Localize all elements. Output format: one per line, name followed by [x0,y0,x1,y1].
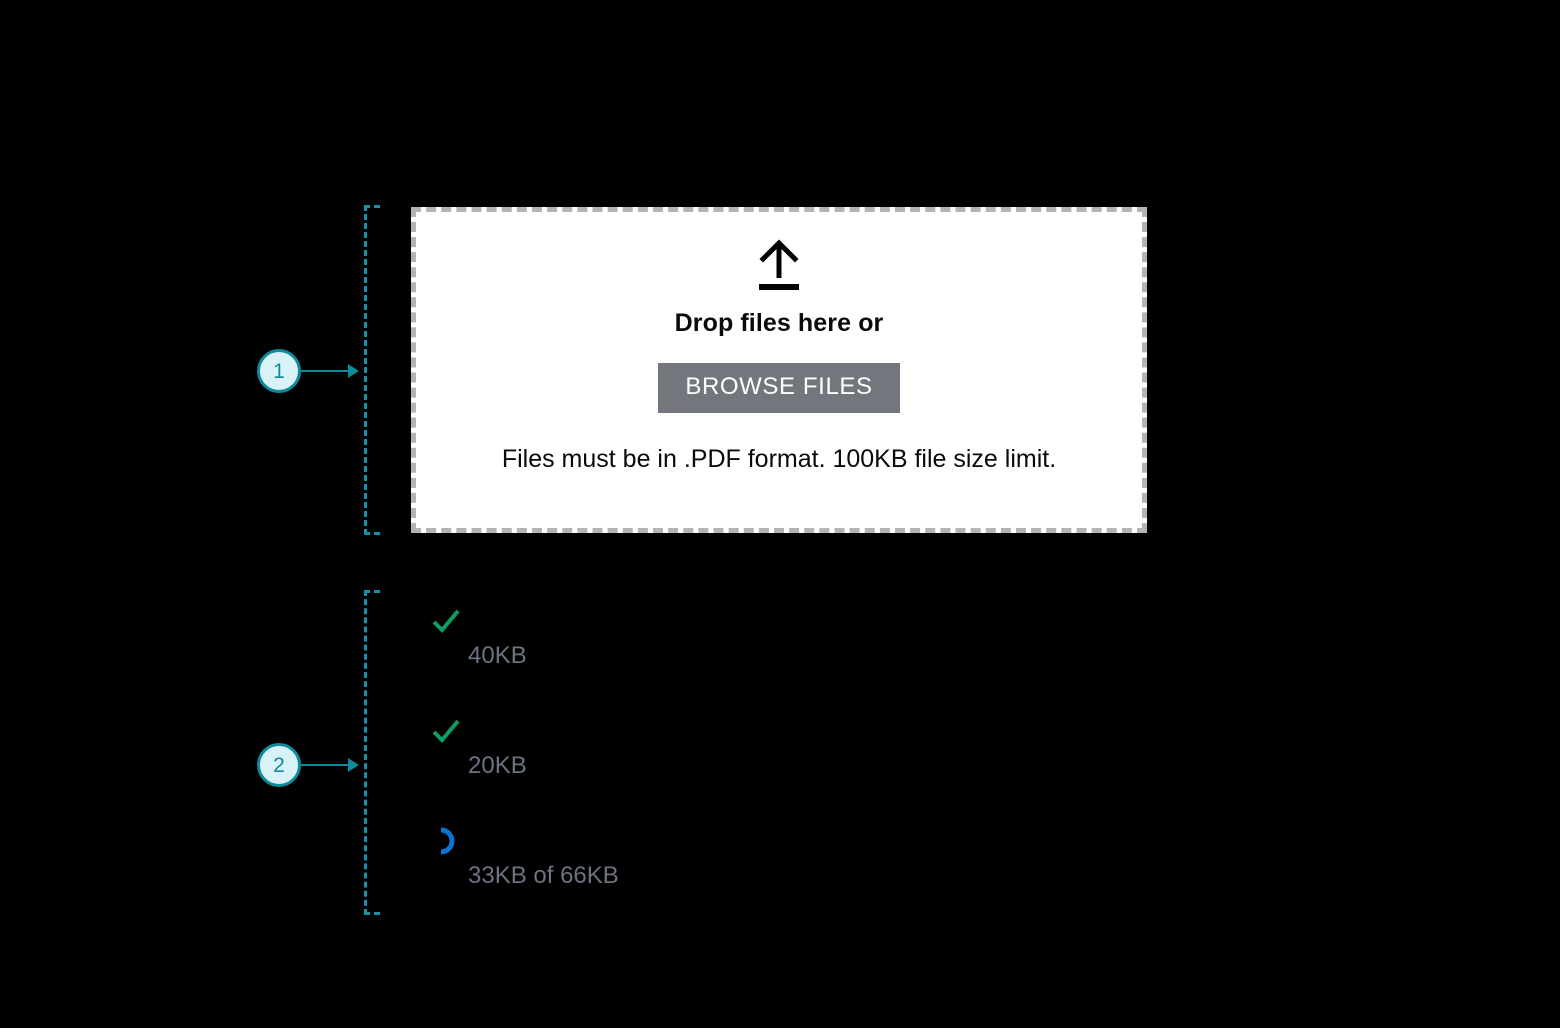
file-size: 20KB [468,752,527,779]
file-list-item[interactable]: 20KB [411,706,1147,816]
file-list-item[interactable]: 33KB of 66KB [411,816,1147,926]
annotation-bracket-1 [364,205,380,535]
check-icon [432,719,460,743]
annotation-bracket-2 [364,590,380,915]
annotation-arrowhead-1-icon [348,364,359,378]
file-list-item[interactable]: 40KB [411,596,1147,706]
annotation-connector-2 [301,764,353,766]
annotation-marker-1-label: 1 [273,359,285,383]
uploaded-file-list: 40KB 20KB 33KB of 66KB [411,596,1147,926]
dropzone-title: Drop files here or [674,309,884,337]
annotation-connector-1 [301,370,353,372]
upload-arrow-icon [759,239,799,290]
check-icon [432,609,460,633]
file-upload-progress: 33KB of 66KB [468,862,619,889]
annotation-marker-2: 2 [257,743,301,787]
dropzone-hint-text: Files must be in .PDF format. 100KB file… [501,445,1057,473]
file-size: 40KB [468,642,527,669]
annotation-arrowhead-2-icon [348,758,359,772]
spinner-icon [440,827,455,855]
annotation-marker-1: 1 [257,349,301,393]
browse-files-button[interactable]: BROWSE FILES [658,363,900,413]
annotation-marker-2-label: 2 [273,753,285,777]
upload-dropzone[interactable]: Drop files here or BROWSE FILES Files mu… [411,207,1147,533]
